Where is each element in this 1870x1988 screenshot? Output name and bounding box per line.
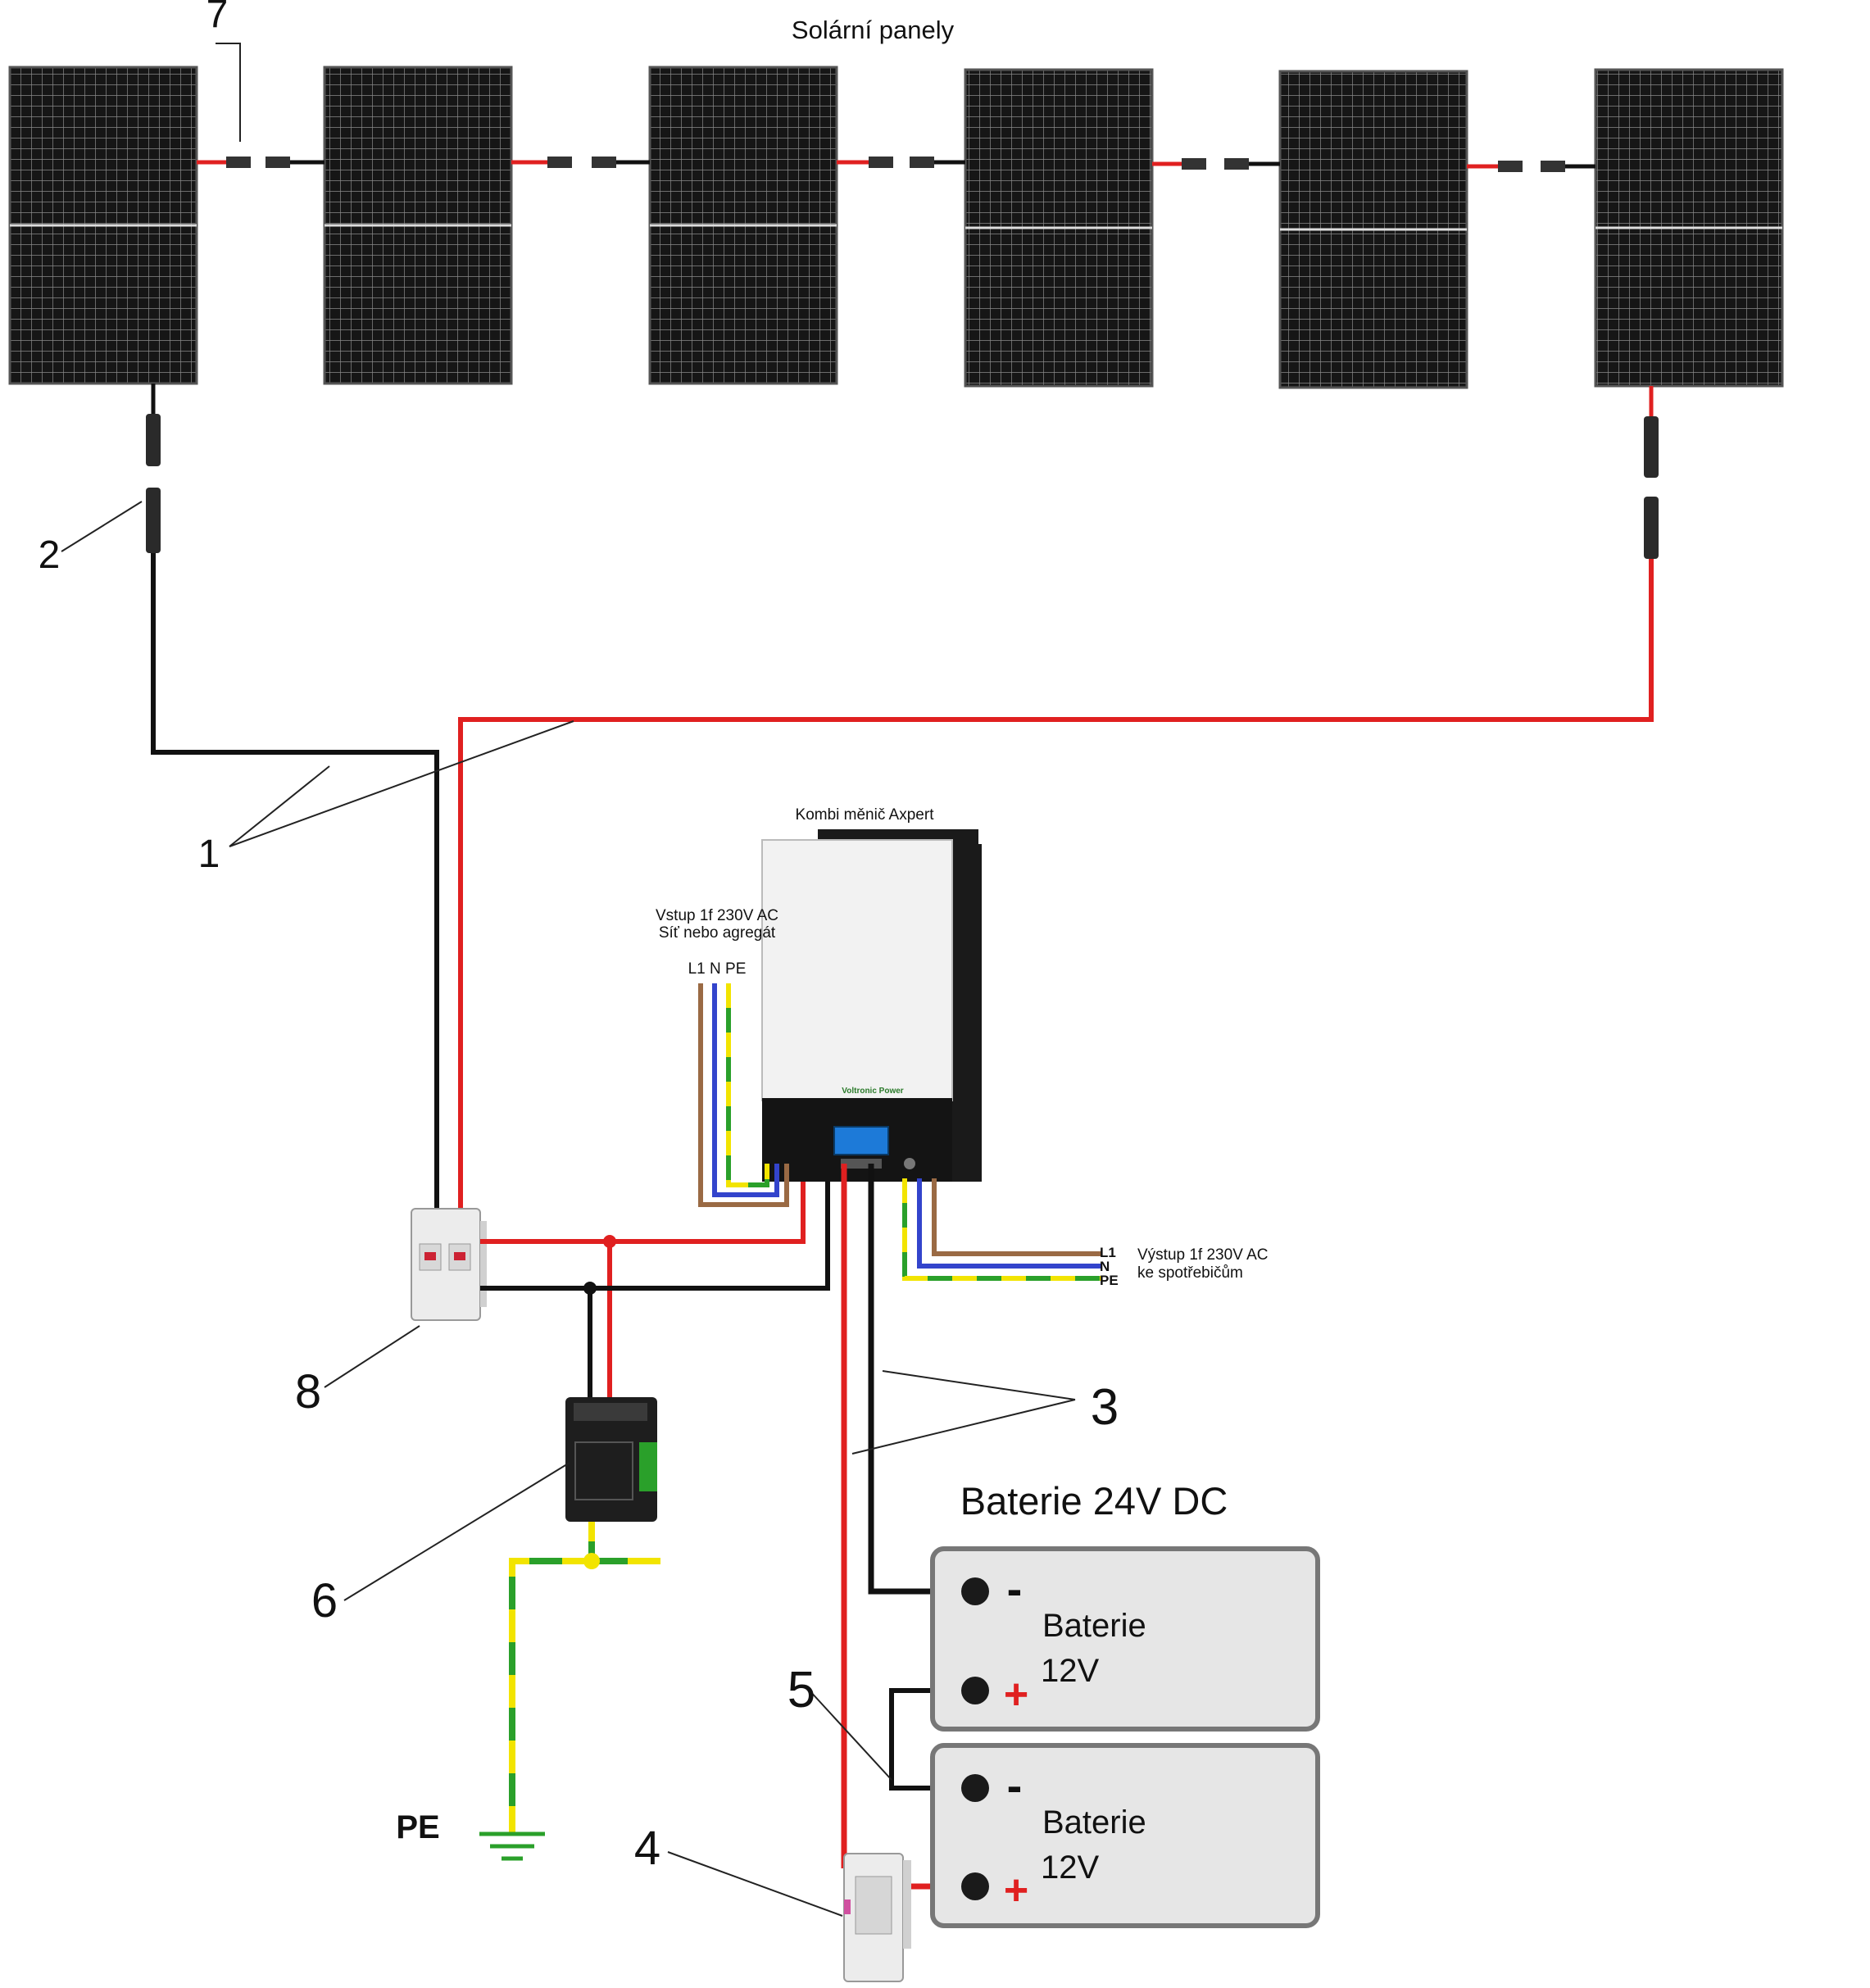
breaker-to-inverter-positive: [480, 1164, 806, 1403]
breaker-to-inverter-negative: [480, 1164, 830, 1403]
mc4-string-positive: [1644, 386, 1659, 559]
ground-label: PE: [396, 1809, 439, 1845]
ac-input-terminals: L1 N PE: [688, 960, 747, 978]
ac-output-pe: PE: [1100, 1273, 1119, 1288]
ac-input-line2: Síť nebo agregát: [659, 924, 776, 942]
pv-cable-negative: [151, 553, 439, 1211]
surge-protector: [565, 1397, 657, 1522]
battery-terminal-negative: [961, 1774, 989, 1802]
junction-positive: [603, 1235, 616, 1248]
mc4-connector-pair: [1467, 161, 1595, 172]
callout-3: 3: [1091, 1379, 1119, 1436]
battery-name: Baterie: [1042, 1608, 1146, 1644]
pv-cable-positive: [458, 559, 1654, 1211]
mc4-connector-pair: [511, 157, 650, 168]
mc4-connector-pair: [837, 157, 965, 168]
ac-output-l1: L1: [1100, 1245, 1116, 1260]
ac-output-line1: Výstup 1f 230V AC: [1137, 1246, 1269, 1264]
solar-panel: [1594, 68, 1784, 388]
mc4-connector-pair: [1152, 158, 1280, 170]
ground-symbol: [479, 1831, 545, 1861]
callout-8: 8: [295, 1365, 321, 1418]
callout-6: 6: [311, 1574, 338, 1627]
inverter-title: Kombi měnič Axpert: [796, 806, 935, 824]
solar-panel-string: [8, 66, 1784, 389]
battery-terminal-negative: [961, 1577, 989, 1605]
callout-5: 5: [787, 1662, 815, 1718]
battery-name: Baterie: [1042, 1804, 1146, 1840]
dc-breaker: [411, 1208, 487, 1321]
battery-voltage: 12V: [1041, 1850, 1099, 1886]
battery: - + Baterie 12V: [930, 1743, 1320, 1928]
battery-voltage: 12V: [1041, 1653, 1099, 1689]
inverter: Voltronic Power: [761, 829, 982, 1182]
battery: - + Baterie 12V: [930, 1546, 1320, 1732]
battery-terminal-positive: [961, 1872, 989, 1900]
diagram-title: Solární panely: [792, 16, 955, 44]
solar-panel: [964, 68, 1154, 388]
earth-junction: [583, 1553, 600, 1569]
earth-conductor: [509, 1522, 660, 1834]
callout-leaders: [61, 43, 1076, 1917]
callout-numbers: 1 2 3 4 5 6 7 8: [39, 0, 1119, 1875]
battery-plus-sign: +: [1004, 1671, 1028, 1718]
solar-panel: [1278, 70, 1468, 389]
battery-minus-sign: -: [1007, 1563, 1023, 1614]
ac-output-n: N: [1100, 1259, 1110, 1274]
solar-panel: [8, 66, 198, 385]
ac-output-cable: [902, 1178, 1102, 1281]
ac-input-line1: Vstup 1f 230V AC: [656, 907, 778, 924]
battery-minus-sign: -: [1007, 1759, 1023, 1811]
ac-input-cable: [698, 983, 789, 1207]
inverter-brand: Voltronic Power: [842, 1087, 903, 1096]
solar-panel: [323, 66, 513, 385]
mc4-connectors-series: [197, 157, 1595, 172]
solar-panel: [648, 66, 838, 385]
ac-output-line2: ke spotřebičům: [1137, 1264, 1243, 1282]
battery-plus-sign: +: [1004, 1867, 1028, 1914]
callout-2: 2: [39, 533, 61, 577]
fuse-holder: [843, 1853, 911, 1982]
battery-terminal-positive: [961, 1677, 989, 1704]
mc4-connector-pair: [197, 157, 325, 168]
mc4-string-negative: [146, 384, 161, 553]
callout-1: 1: [198, 833, 220, 876]
callout-7: 7: [207, 0, 229, 36]
junction-negative: [583, 1282, 597, 1295]
battery-bank-title: Baterie 24V DC: [960, 1479, 1228, 1523]
callout-4: 4: [634, 1822, 660, 1875]
